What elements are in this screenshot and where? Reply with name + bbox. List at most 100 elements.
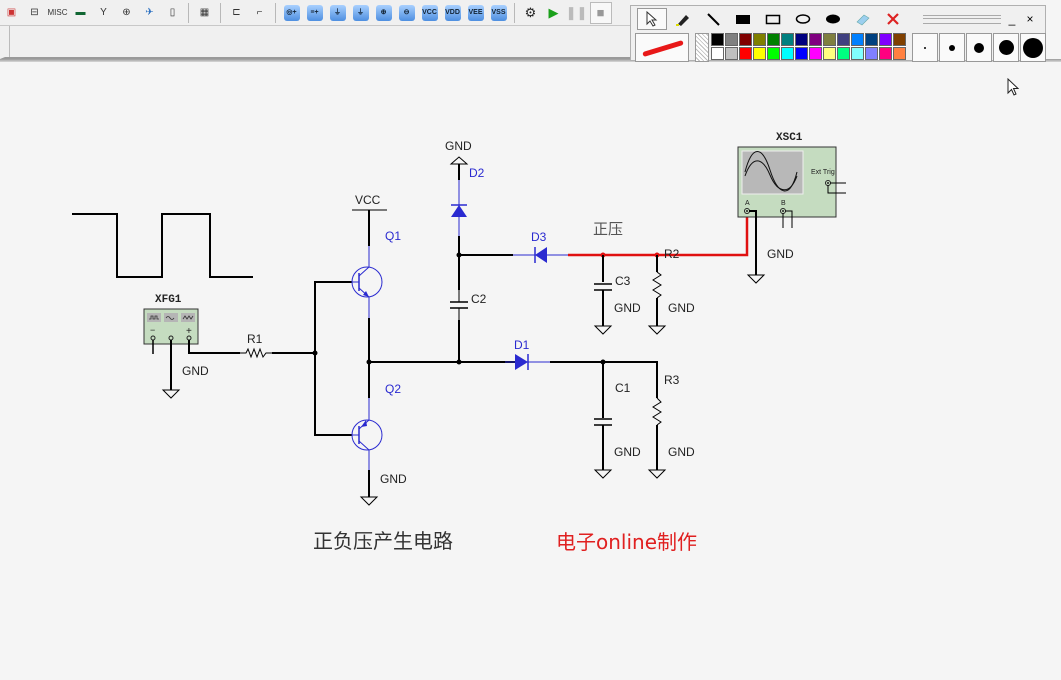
power-source-button[interactable]: ◎+ — [282, 3, 302, 23]
current-source-icon: ⊖ — [398, 4, 415, 21]
mouse-cursor-icon — [1007, 78, 1020, 96]
color-swatch[interactable] — [851, 33, 864, 46]
current-source-button[interactable]: ⊖ — [397, 3, 417, 23]
toolbar-drag-grip[interactable] — [923, 14, 1001, 24]
c2-label: C2 — [471, 292, 487, 306]
resistor-r2[interactable]: R2 — [652, 247, 680, 326]
color-swatch[interactable] — [781, 33, 794, 46]
dc-source-button[interactable]: ≡+ — [305, 3, 325, 23]
vee-button[interactable]: VEE — [466, 3, 486, 23]
color-swatch[interactable] — [767, 47, 780, 60]
r3-label: R3 — [664, 373, 680, 387]
dot-size-tiny-button[interactable] — [912, 33, 938, 62]
dot-size-extra-large-button[interactable] — [1020, 33, 1046, 62]
transparent-color-swatch[interactable] — [695, 33, 709, 62]
rectangle-tool[interactable] — [759, 9, 787, 29]
ground-button[interactable]: ⏚ — [328, 3, 348, 23]
dot-size-small-button[interactable] — [939, 33, 965, 62]
antenna-button[interactable]: Y — [94, 3, 114, 23]
color-swatch[interactable] — [823, 47, 836, 60]
color-swatch[interactable] — [865, 47, 878, 60]
color-swatch[interactable] — [865, 33, 878, 46]
resistor-r3[interactable]: R3 — [652, 373, 680, 470]
digital-ground-icon: ⏚ — [352, 4, 369, 21]
color-swatch[interactable] — [893, 33, 906, 46]
color-swatch[interactable] — [879, 33, 892, 46]
ext-trig-label: Ext Trig — [811, 169, 835, 176]
probe-wire-channel-a[interactable] — [568, 215, 749, 257]
resistor-r1[interactable]: R1 — [240, 332, 272, 359]
minimize-button[interactable]: _ — [1008, 12, 1016, 26]
color-swatch[interactable] — [809, 47, 822, 60]
ac-source-button[interactable]: ⊕ — [374, 3, 394, 23]
diode-d3[interactable]: D3 — [513, 230, 568, 263]
c3-label: C3 — [615, 274, 631, 288]
mcu-icon: ▦ — [199, 7, 210, 18]
ground-symbol — [359, 496, 379, 506]
eraser-tool[interactable] — [849, 9, 877, 29]
highlighter-tool[interactable] — [669, 9, 697, 29]
capacitor-c2[interactable]: C2 — [450, 290, 487, 320]
delete-tool[interactable] — [879, 9, 907, 29]
square-wave-icon — [147, 313, 161, 322]
simulate-settings-icon: ⚙ — [524, 4, 537, 20]
oscilloscope-xsc1[interactable]: XSC1 Ext Trig A B — [737, 132, 837, 218]
transistor-q1[interactable]: Q1 — [351, 229, 401, 318]
color-swatch[interactable] — [837, 33, 850, 46]
color-swatch[interactable] — [879, 47, 892, 60]
color-swatch[interactable] — [809, 33, 822, 46]
color-swatch[interactable] — [711, 33, 724, 46]
hierarchical-block-button[interactable]: ⊏ — [227, 3, 247, 23]
color-swatch[interactable] — [767, 33, 780, 46]
digital-ground-button[interactable]: ⏚ — [351, 3, 371, 23]
dot-size-large-button[interactable] — [993, 33, 1019, 62]
schematic-canvas[interactable]: XFG1 − + GND R1 VCC Q1 — [0, 62, 1061, 675]
current-line-color-preview[interactable] — [635, 33, 689, 62]
run-button[interactable]: ▶ — [544, 3, 564, 23]
filled-ellipse-tool[interactable] — [819, 9, 847, 29]
color-swatch[interactable] — [725, 33, 738, 46]
color-swatch[interactable] — [781, 47, 794, 60]
simulate-settings-button[interactable]: ⚙ — [521, 3, 541, 23]
crystal-button[interactable]: ▯ — [163, 3, 183, 23]
pause-button[interactable]: ❚❚ — [565, 3, 588, 23]
color-swatch[interactable] — [739, 33, 752, 46]
misc-button[interactable]: MISC — [48, 3, 68, 23]
diode-d2[interactable]: D2 — [451, 166, 485, 236]
color-swatch[interactable] — [795, 33, 808, 46]
stop-button[interactable]: ■ — [589, 1, 612, 24]
ellipse-tool[interactable] — [789, 9, 817, 29]
color-swatch[interactable] — [837, 47, 850, 60]
color-swatch[interactable] — [823, 33, 836, 46]
close-button[interactable]: × — [1026, 12, 1034, 26]
diode-d1[interactable]: D1 — [505, 338, 550, 370]
color-swatch[interactable] — [893, 47, 906, 60]
capacitor-c1[interactable]: C1 — [594, 362, 631, 470]
color-swatch[interactable] — [753, 33, 766, 46]
mcu-button[interactable]: ▦ — [195, 3, 215, 23]
color-swatch[interactable] — [739, 47, 752, 60]
motor-button[interactable]: ⊕ — [117, 3, 137, 23]
battery-button[interactable]: ⊟ — [25, 3, 45, 23]
color-swatch[interactable] — [753, 47, 766, 60]
color-swatch[interactable] — [795, 47, 808, 60]
color-swatch[interactable] — [851, 47, 864, 60]
capacitor-c3[interactable]: C3 — [594, 255, 631, 326]
seven-segment-display-button[interactable]: ▣ — [2, 3, 22, 23]
color-swatch[interactable] — [725, 47, 738, 60]
vdd-button[interactable]: VDD — [443, 3, 463, 23]
select-tool[interactable] — [637, 8, 667, 30]
vss-button[interactable]: VSS — [489, 3, 509, 23]
filled-rectangle-tool[interactable] — [729, 9, 757, 29]
run-icon: ▶ — [548, 4, 559, 20]
line-tool[interactable] — [699, 9, 727, 29]
function-generator-xfg1[interactable]: XFG1 − + — [143, 294, 199, 345]
color-swatch[interactable] — [711, 47, 724, 60]
vcc-button[interactable]: VCC — [420, 3, 440, 23]
bus-button[interactable]: ⌐ — [250, 3, 270, 23]
pause-icon: ❚❚ — [565, 4, 588, 20]
dot-size-medium-button[interactable] — [966, 33, 992, 62]
lcd-display-button[interactable]: ▬ — [71, 3, 91, 23]
ni-component-button[interactable]: ✈ — [140, 3, 160, 23]
transistor-q2[interactable]: Q2 — [351, 382, 401, 470]
